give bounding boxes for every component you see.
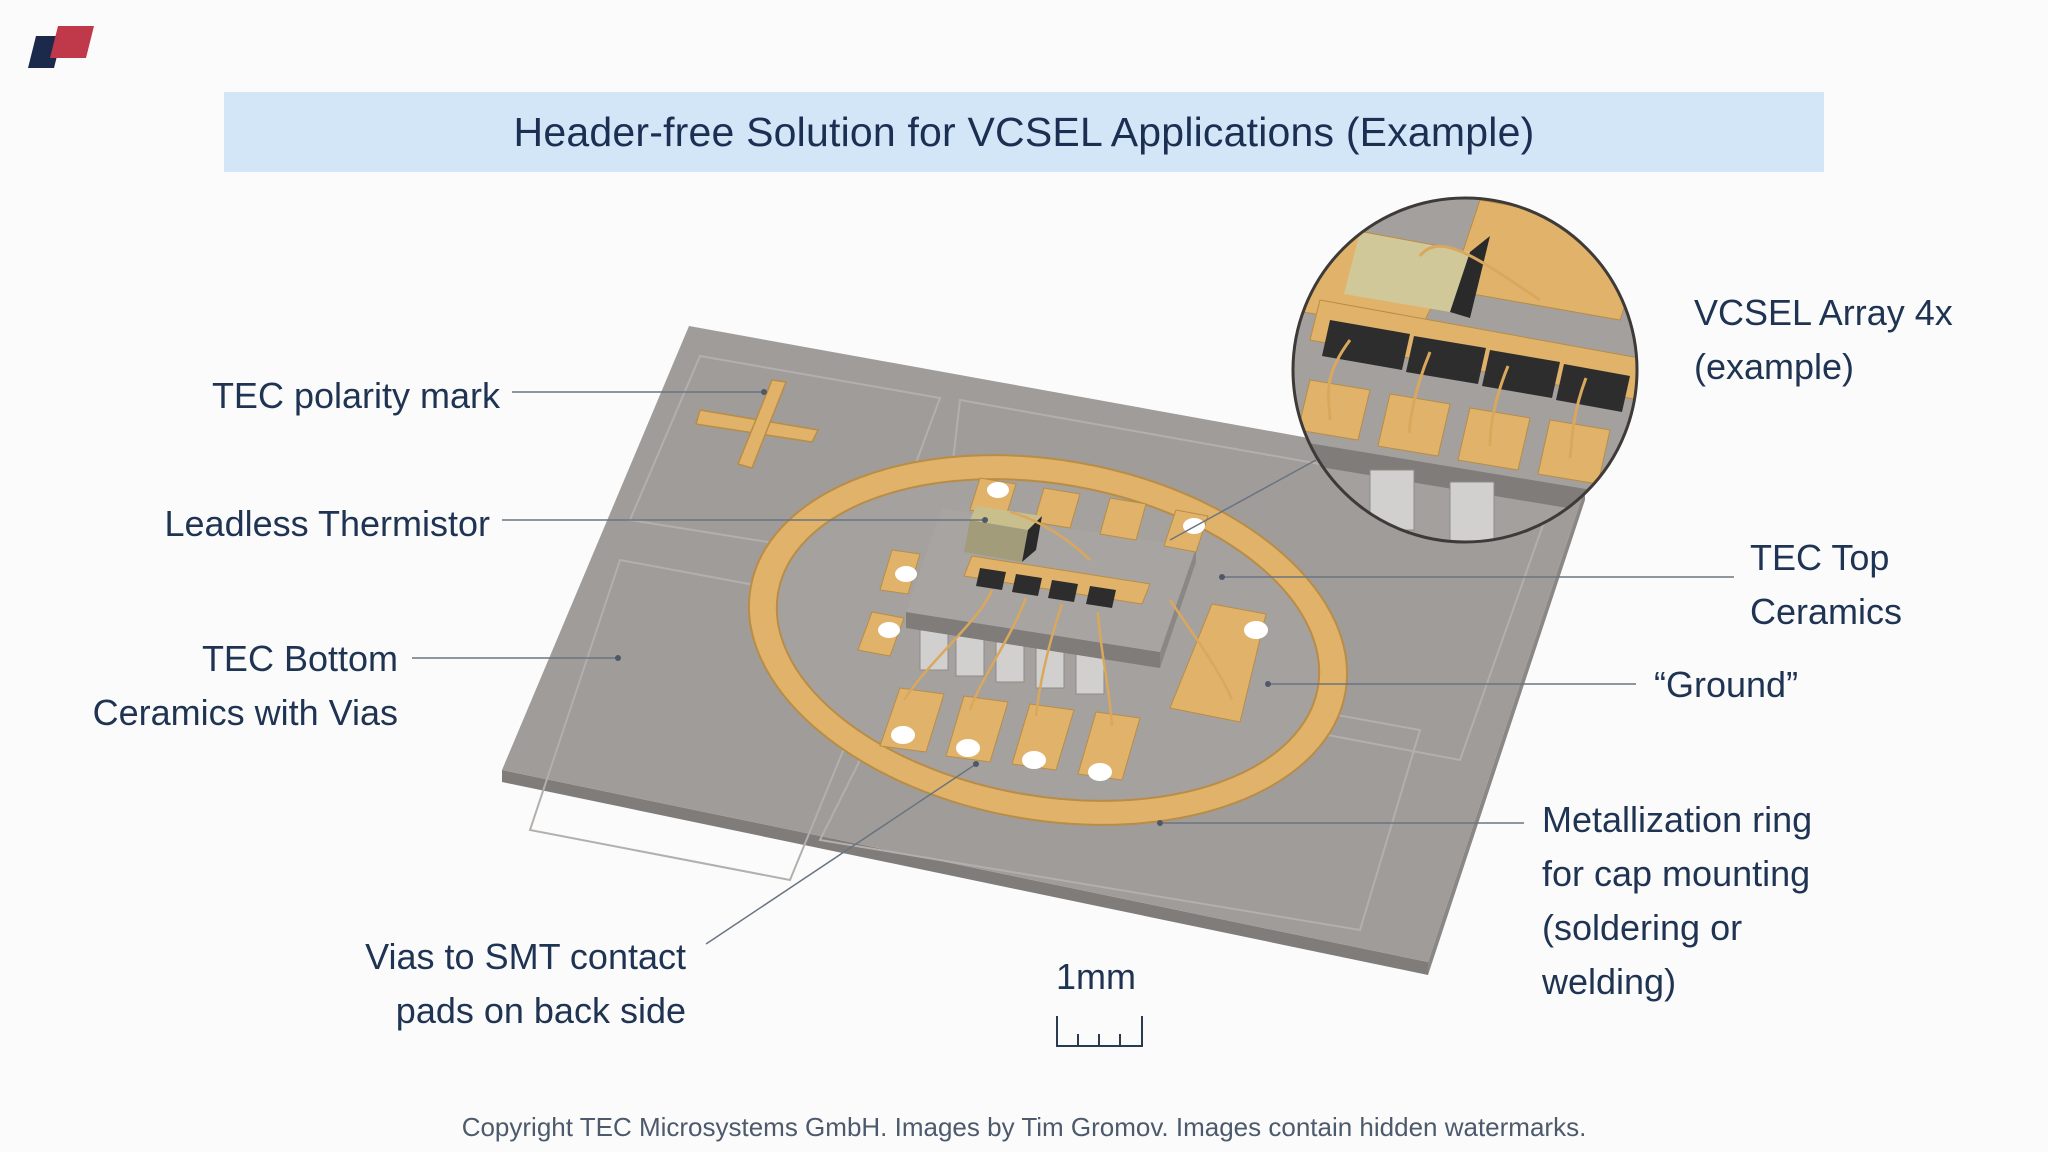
scale-label: 1mm — [1056, 956, 1136, 997]
thermistor-chip — [964, 506, 1042, 562]
title-banner: Header-free Solution for VCSEL Applicati… — [224, 92, 1824, 172]
label-text: VCSEL Array 4x — [1694, 292, 1953, 333]
label-vcsel-array: VCSEL Array 4x (example) — [1694, 286, 1953, 394]
label-text: Metallization ring — [1542, 799, 1813, 840]
label-text: TEC Bottom — [201, 638, 398, 679]
label-leadless-thermistor: Leadless Thermistor — [165, 497, 490, 551]
label-text: Ceramics — [1750, 591, 1903, 632]
label-text: (example) — [1694, 346, 1855, 387]
leader-lines — [412, 391, 1734, 945]
label-text: Ceramics with Vias — [92, 692, 398, 733]
label-text: welding) — [1542, 961, 1677, 1002]
label-text: for cap mounting — [1542, 853, 1811, 894]
vcsel-zoom-callout — [1291, 196, 1639, 544]
label-tec-bottom-ceramics: TEC Bottom Ceramics with Vias — [93, 632, 398, 740]
label-ground: “Ground” — [1654, 658, 1798, 712]
leader-dots — [615, 389, 1271, 826]
label-text: “Ground” — [1654, 664, 1799, 705]
label-text: pads on back side — [395, 990, 686, 1031]
page-title: Header-free Solution for VCSEL Applicati… — [513, 108, 1535, 155]
label-tec-polarity-mark: TEC polarity mark — [212, 369, 500, 423]
label-tec-top-ceramics: TEC Top Ceramics — [1750, 531, 1902, 639]
label-text: (soldering or — [1542, 907, 1743, 948]
label-text: Vias to SMT contact — [365, 936, 686, 977]
smt-via-pads — [879, 687, 1141, 781]
label-metallization-ring: Metallization ring for cap mounting (sol… — [1542, 793, 1812, 1009]
tec-pellets — [919, 629, 1105, 695]
company-logo — [28, 26, 94, 68]
scale-bar — [1056, 1016, 1143, 1047]
vcsel-chips — [976, 568, 1116, 608]
polarity-plus-mark — [695, 379, 820, 469]
bond-wires — [902, 510, 1234, 727]
label-text: TEC Top — [1750, 537, 1890, 578]
label-vias-to-smt: Vias to SMT contact pads on back side — [365, 930, 686, 1038]
copyright-notice: Copyright TEC Microsystems GmbH. Images … — [461, 1112, 1587, 1142]
label-text: Leadless Thermistor — [164, 503, 490, 544]
label-text: TEC polarity mark — [211, 375, 500, 416]
